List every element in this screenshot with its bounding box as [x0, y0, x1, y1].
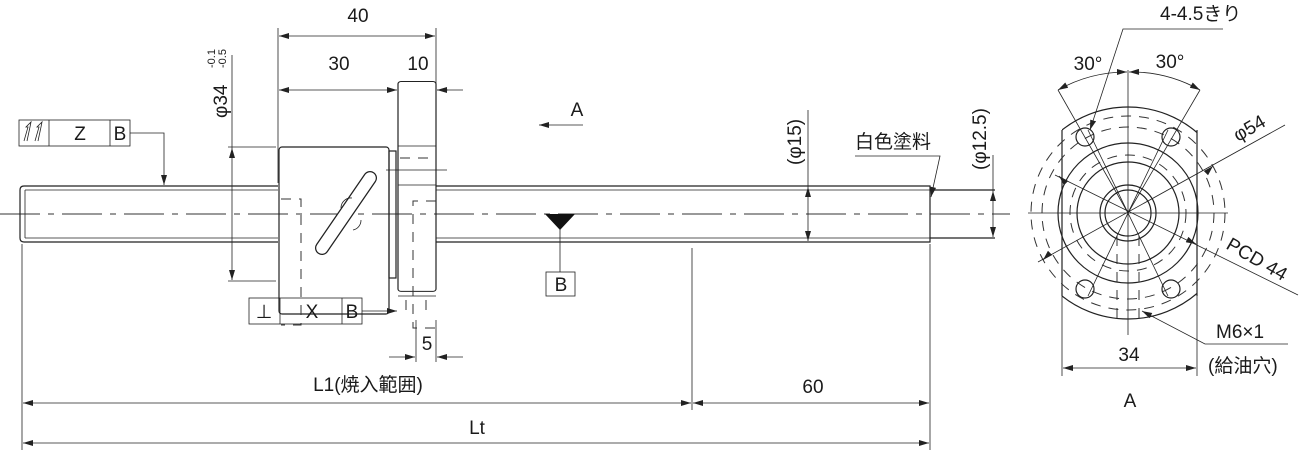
- dim-34-text: 34: [1118, 345, 1140, 366]
- pcd-text: PCD 44: [1223, 234, 1291, 286]
- dim-lengths: L1(焼入範囲) 60 Lt: [21, 244, 931, 450]
- perpendicularity-icon: ⊥: [256, 302, 273, 323]
- dim-60-text: 60: [802, 377, 823, 398]
- dim-phi15-text: (φ15): [785, 119, 806, 165]
- phi54-text: φ54: [1230, 111, 1270, 146]
- dim-40-text: 40: [347, 6, 368, 27]
- angle-right-text: 30°: [1156, 52, 1185, 73]
- runout-datum: B: [114, 124, 127, 145]
- tol-upper-text: -0.1: [206, 49, 218, 68]
- runout-tolerance-frame: Z B: [18, 119, 167, 185]
- end-view-a: 30° 30° 4-4.5きり φ54 PCD 44 M6×1 (給油穴) 34…: [1028, 4, 1299, 412]
- side-view: 40 30 10 φ34 -0.1 -0.5: [0, 6, 1010, 450]
- dim-10-text: 10: [407, 54, 428, 75]
- view-arrow-a: A: [539, 100, 584, 128]
- angle-left-text: 30°: [1074, 54, 1103, 75]
- dim-5-text: 5: [422, 334, 433, 355]
- white-paint-text: 白色塗料: [855, 130, 931, 153]
- dim-nut-diameter: φ34 -0.1 -0.5: [206, 49, 276, 282]
- perpendicularity-value: X: [306, 302, 319, 323]
- dim-30-text: 30: [328, 54, 349, 75]
- end-view-label: A: [1124, 391, 1137, 412]
- dim-lt-text: Lt: [469, 418, 486, 439]
- runout-value: Z: [74, 124, 86, 145]
- perpendicularity-datum: B: [346, 302, 359, 323]
- oil-hole-note-text: (給油穴): [1208, 355, 1278, 377]
- tol-lower-text: -0.5: [217, 49, 229, 68]
- datum-triangle-icon: [545, 214, 575, 230]
- total-runout-icon: [23, 120, 43, 142]
- holes-text: 4-4.5きり: [1160, 4, 1241, 25]
- nut-body: [278, 146, 397, 326]
- dim-phi34-text: φ34: [211, 84, 232, 118]
- screw-shaft: [19, 185, 995, 243]
- datum-b-label: B: [555, 275, 568, 296]
- bolt-holes: [1075, 127, 1181, 299]
- dim-nut-total-length: 40: [277, 6, 437, 183]
- white-paint-note: 白色塗料: [855, 130, 941, 198]
- datum-b: B: [545, 214, 576, 297]
- view-a-label: A: [571, 100, 584, 121]
- dim-phi12-5-text: (φ12.5): [970, 108, 991, 170]
- dim-nut-body-length: 30 10: [279, 54, 463, 108]
- nut-flange: [386, 81, 447, 329]
- dim-l1-text: L1(焼入範囲): [313, 374, 423, 396]
- perpendicularity-tolerance-frame: ⊥ X B: [248, 297, 397, 325]
- dim-end-diameter: (φ12.5): [970, 108, 996, 237]
- oil-hole-text: M6×1: [1216, 322, 1264, 343]
- dim-flange-offset: 5: [389, 320, 463, 362]
- dim-shaft-diameter: (φ15): [785, 110, 811, 241]
